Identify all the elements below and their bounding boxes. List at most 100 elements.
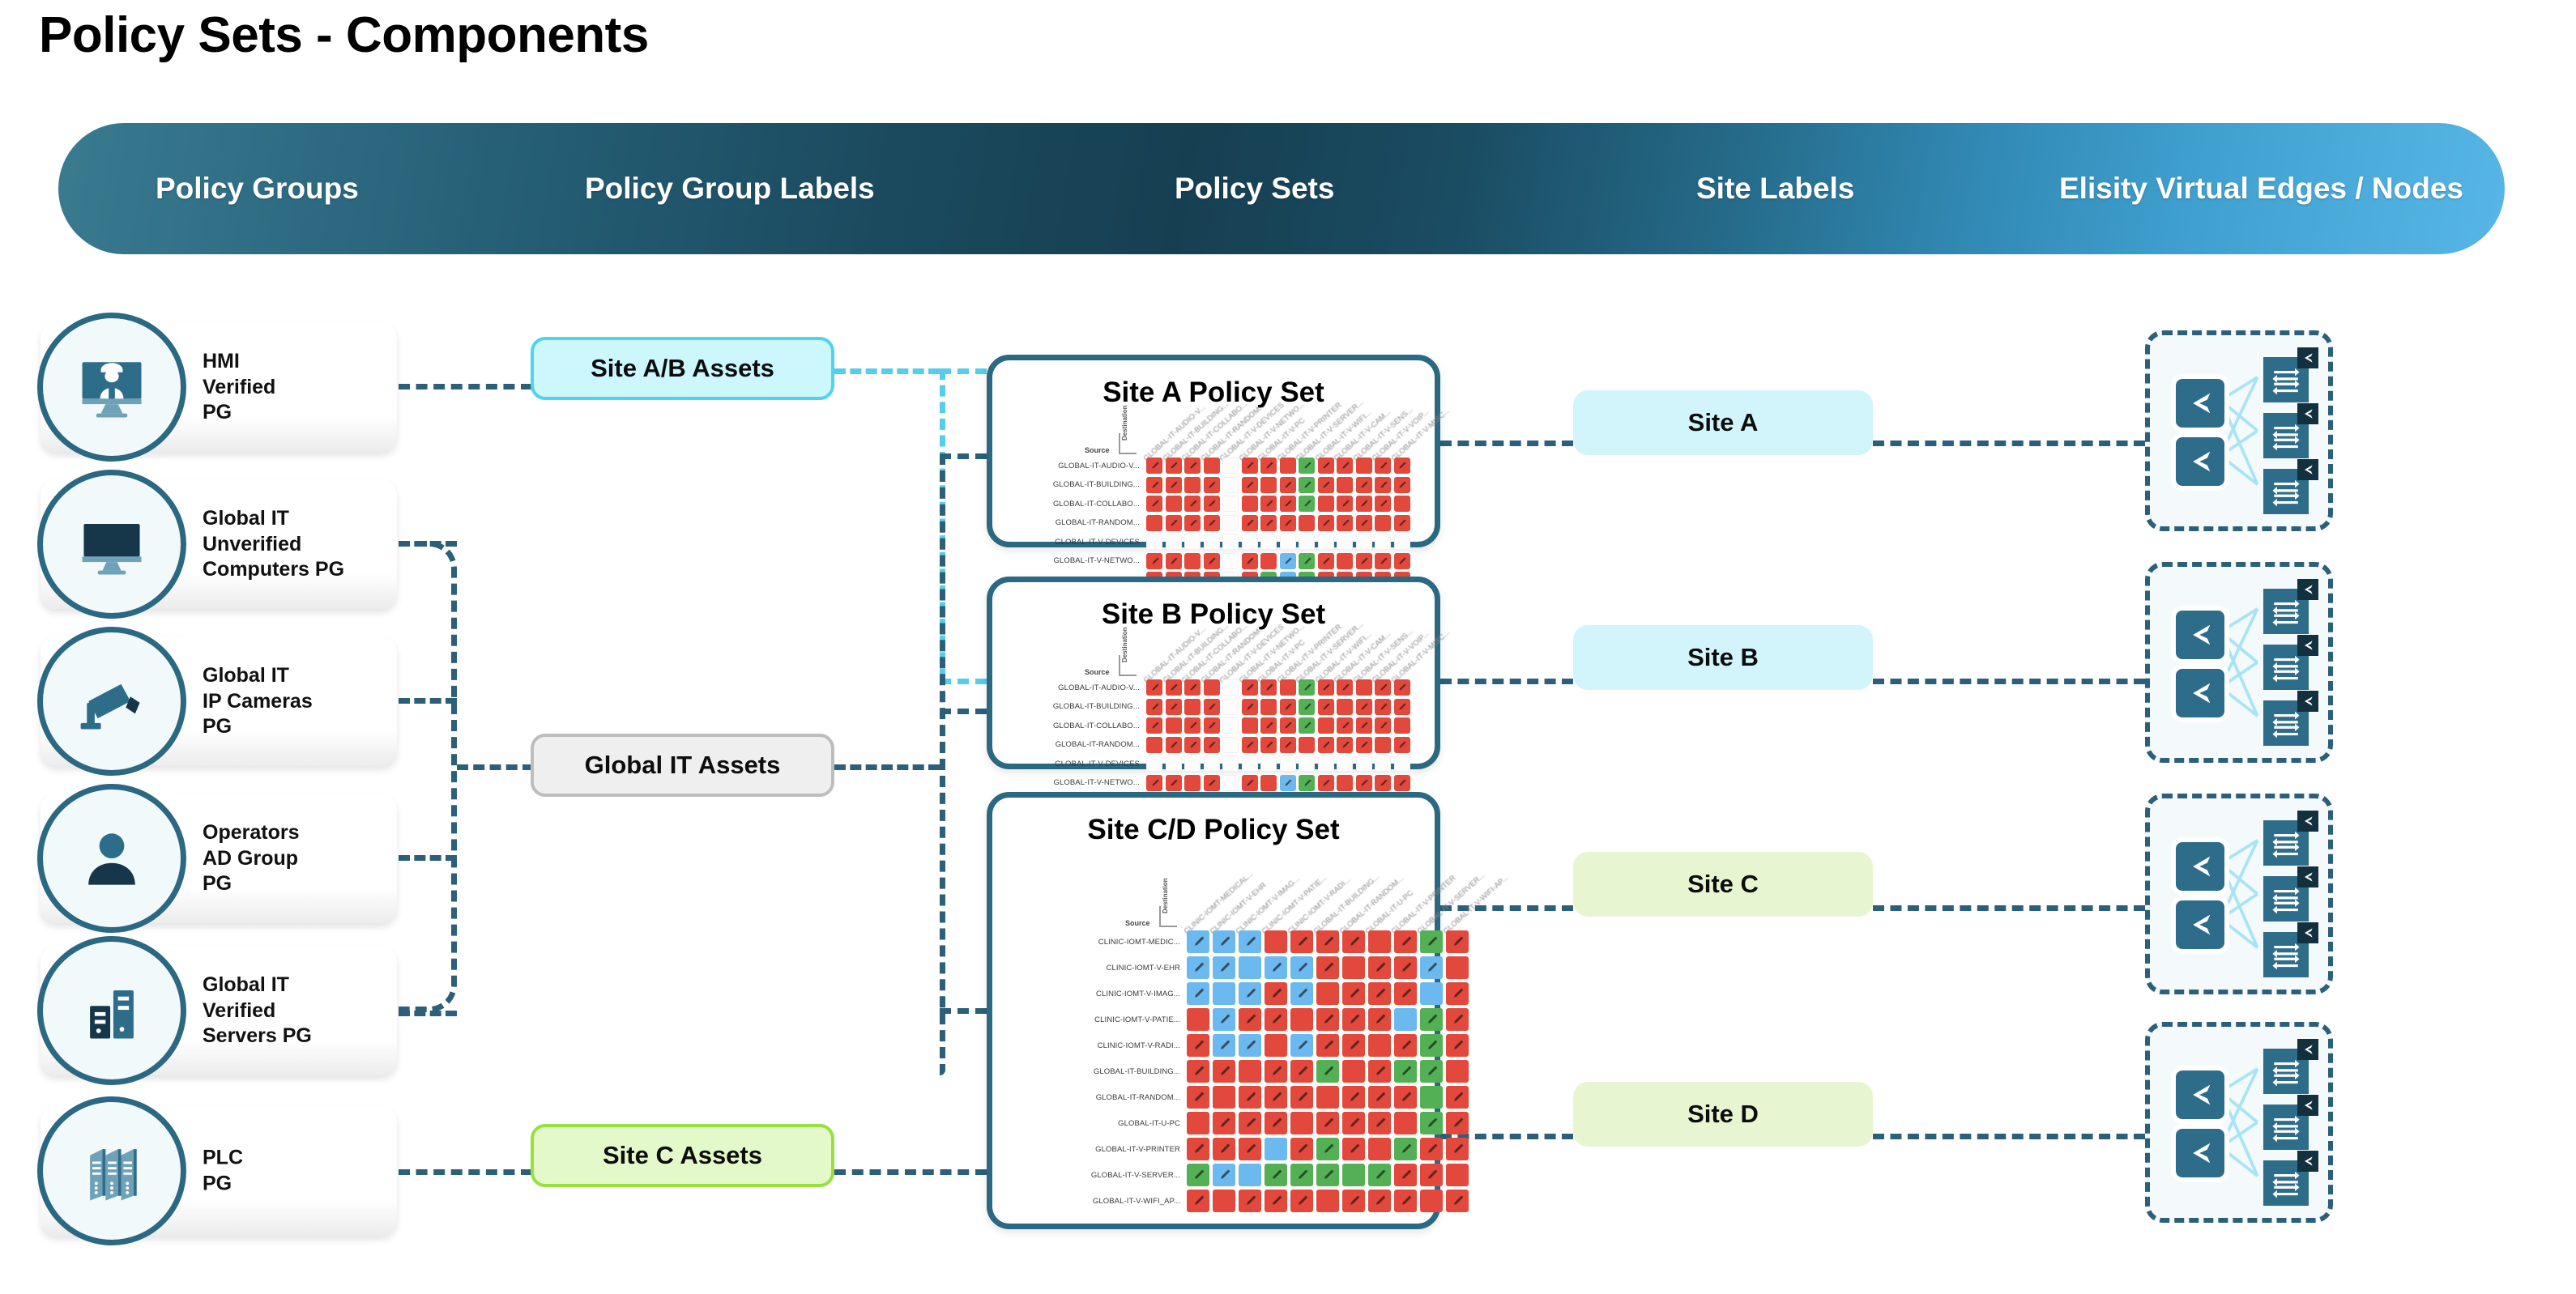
- policy-group-card-operators-ad-group[interactable]: Operators AD Group PG: [37, 784, 397, 933]
- matrix-cell: [1394, 1164, 1417, 1186]
- elisity-virtual-edge-icon[interactable]: [2176, 900, 2224, 950]
- virtual-edge-group-virtual-edge-group-a[interactable]: [2145, 330, 2333, 531]
- connector-line: [940, 709, 987, 714]
- matrix-cell: [1265, 1138, 1287, 1160]
- elisity-virtual-edge-icon[interactable]: [2176, 1129, 2224, 1178]
- policy-group-label-pill-site-c-assets[interactable]: Site C Assets: [531, 1124, 834, 1187]
- network-switch-icon[interactable]: [2263, 403, 2318, 458]
- elisity-virtual-edge-icon[interactable]: [2176, 611, 2224, 660]
- matrix-cell: [1203, 514, 1220, 531]
- policy-group-label: HMI Verified PG: [203, 349, 276, 424]
- policy-group-card-hmi-verified-pg[interactable]: HMI Verified PG: [37, 313, 397, 462]
- network-switch-icon[interactable]: [2263, 459, 2318, 515]
- network-switch-icon[interactable]: [2263, 1038, 2318, 1094]
- virtual-edge-group-virtual-edge-group-b[interactable]: [2145, 562, 2333, 763]
- matrix-cell: [1241, 534, 1258, 550]
- policy-group-card-plc-pg[interactable]: PLC PG: [37, 1096, 397, 1245]
- virtual-edge-group-virtual-edge-group-c[interactable]: [2145, 794, 2333, 994]
- policy-group-card-global-it-ip-cameras[interactable]: Global IT IP Cameras PG: [37, 627, 397, 776]
- elisity-virtual-edge-icon[interactable]: [2176, 669, 2224, 718]
- matrix-cell: [1146, 552, 1162, 569]
- matrix-cell: [1420, 1190, 1443, 1212]
- policy-group-label-pill-global-it-assets[interactable]: Global IT Assets: [531, 734, 834, 797]
- matrix-cell: [1222, 458, 1239, 474]
- matrix-cell: [1393, 476, 1410, 493]
- matrix-cell: [1265, 1190, 1287, 1212]
- virtual-edge-links: [2219, 839, 2259, 949]
- matrix-cell: [1446, 1008, 1469, 1031]
- matrix-cell: [1299, 756, 1315, 772]
- matrix-cell: [1203, 534, 1220, 550]
- matrix-cell: [1299, 476, 1315, 493]
- matrix-cell: [1355, 552, 1372, 569]
- matrix-cell: [1446, 956, 1469, 979]
- matrix-cell: [1316, 930, 1339, 953]
- elisity-virtual-edge-icon[interactable]: [2176, 379, 2224, 428]
- matrix-cell: [1184, 496, 1201, 512]
- matrix-cell: [1299, 534, 1315, 550]
- site-label-pill-site-d[interactable]: Site D: [1573, 1082, 1873, 1147]
- matrix-cell: [1241, 552, 1258, 569]
- matrix-cell: [1420, 1112, 1443, 1134]
- matrix-cell: [1222, 534, 1239, 550]
- network-switch-icon[interactable]: [2263, 347, 2318, 402]
- network-switch-icon[interactable]: [2263, 578, 2318, 634]
- network-switch-icon[interactable]: [2263, 635, 2318, 690]
- site-label-pill-site-c[interactable]: Site C: [1573, 852, 1873, 917]
- policy-group-label: Global IT IP Cameras PG: [203, 663, 313, 738]
- matrix-cell: [1394, 930, 1417, 953]
- connector-line: [940, 679, 987, 684]
- matrix-cell: [1420, 982, 1443, 1005]
- network-switch-icon[interactable]: [2263, 810, 2318, 866]
- elisity-virtual-edge-icon[interactable]: [2176, 437, 2224, 487]
- matrix-cell: [1260, 552, 1277, 569]
- matrix-cell: [1375, 698, 1391, 715]
- matrix-cell: [1165, 717, 1182, 734]
- matrix-cell: [1146, 717, 1162, 734]
- matrix-row-label: GLOBAL-IT-V-DEVICES: [1055, 759, 1140, 768]
- elisity-virtual-edge-icon[interactable]: [2176, 842, 2224, 892]
- matrix-cell: [1213, 982, 1235, 1005]
- virtual-edge-group-virtual-edge-group-d[interactable]: [2145, 1022, 2333, 1223]
- network-switch-icon[interactable]: [2263, 1151, 2318, 1207]
- matrix-cell: [1316, 1086, 1339, 1109]
- matrix-cell: [1317, 458, 1334, 474]
- matrix-cell: [1265, 1060, 1287, 1083]
- matrix-cell: [1446, 1138, 1469, 1160]
- matrix-cell: [1222, 476, 1239, 493]
- matrix-cell: [1446, 1060, 1469, 1083]
- matrix-cell: [1239, 956, 1261, 979]
- matrix-cell: [1241, 476, 1258, 493]
- matrix-cell: [1265, 930, 1287, 953]
- elisity-badge-icon: [2297, 635, 2318, 656]
- site-label-pill-site-a[interactable]: Site A: [1573, 390, 1873, 455]
- network-switch-icon[interactable]: [2263, 922, 2318, 978]
- policy-group-card-global-it-unverified-computers[interactable]: Global IT Unverified Computers PG: [37, 470, 397, 619]
- matrix-cell: [1146, 476, 1162, 493]
- matrix-source-axis-label: Source: [1085, 446, 1110, 454]
- network-switch-icon[interactable]: [2263, 1095, 2318, 1150]
- matrix-row-label: CLINIC-IOMT-V-PATIE...: [1094, 1015, 1180, 1024]
- matrix-row-label: GLOBAL-IT-V-NETWO...: [1053, 556, 1140, 565]
- matrix-cell: [1213, 1086, 1235, 1109]
- matrix-cell: [1420, 1060, 1443, 1083]
- connector-line: [834, 368, 940, 374]
- network-switch-icon[interactable]: [2263, 691, 2318, 747]
- matrix-cell: [1279, 496, 1296, 512]
- elisity-virtual-edge-icon[interactable]: [2176, 1071, 2224, 1120]
- matrix-cell: [1316, 1112, 1339, 1134]
- policy-group-label-pill-site-ab-assets[interactable]: Site A/B Assets: [531, 337, 834, 400]
- matrix-cell: [1337, 458, 1353, 474]
- matrix-cell: [1420, 1086, 1443, 1109]
- matrix-cell: [1317, 514, 1334, 531]
- network-switch-icon[interactable]: [2263, 866, 2318, 922]
- matrix-cell: [1213, 1164, 1235, 1186]
- policy-group-card-global-it-verified-servers[interactable]: Global IT Verified Servers PG: [37, 936, 397, 1085]
- matrix-cell: [1342, 956, 1365, 979]
- site-label-pill-site-b[interactable]: Site B: [1573, 625, 1873, 690]
- matrix-cell: [1375, 736, 1391, 753]
- matrix-cell: [1368, 1164, 1391, 1186]
